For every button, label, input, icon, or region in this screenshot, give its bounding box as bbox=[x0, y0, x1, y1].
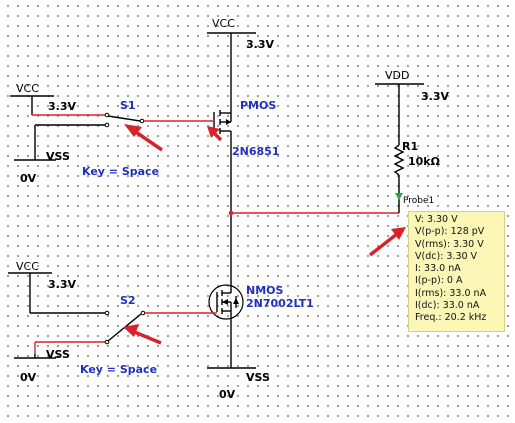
probe-reading: I(p-p): 0 A bbox=[415, 275, 463, 287]
r1-name-label: R1 bbox=[402, 140, 418, 153]
switch-s2[interactable]: VCC 3.3V VSS 0V S2 Key = Space bbox=[8, 260, 217, 384]
resistor-r1[interactable]: R1 10kΩ bbox=[393, 140, 441, 213]
vcc-top-value: 3.3V bbox=[246, 38, 274, 51]
probe-reading: V: 3.30 V bbox=[415, 214, 458, 225]
arrow-s1-icon bbox=[124, 124, 163, 152]
vcc-s2-label: VCC bbox=[16, 260, 39, 273]
vcc-top-supply[interactable]: VCC 3.3V bbox=[207, 17, 274, 98]
probe-name-label: Probe1 bbox=[403, 196, 434, 206]
arrow-probe-icon bbox=[368, 227, 406, 257]
nmos-type-label: NMOS bbox=[246, 284, 284, 297]
vss-bottom-supply[interactable]: VSS 0V bbox=[207, 367, 270, 401]
s1-key-label: Key = Space bbox=[82, 165, 159, 178]
probe-reading: I(dc): 33.0 nA bbox=[415, 300, 480, 312]
vss-s2-value: 0V bbox=[20, 371, 37, 384]
probe-reading: I: 33.0 nA bbox=[415, 263, 461, 275]
vcc-s1-value: 3.3V bbox=[48, 100, 76, 113]
vss-s2-label: VSS bbox=[46, 348, 70, 361]
vss-bottom-label: VSS bbox=[246, 371, 270, 384]
r1-value-label: 10kΩ bbox=[408, 155, 441, 168]
vdd-value: 3.3V bbox=[421, 90, 449, 103]
probe-reading: Freq.: 20.2 kHz bbox=[415, 312, 487, 324]
nmos-part-label: 2N7002LT1 bbox=[246, 297, 314, 310]
vdd-supply[interactable]: VDD 3.3V bbox=[375, 69, 449, 145]
vss-s1-label: VSS bbox=[46, 150, 70, 163]
vss-bottom-value: 0V bbox=[219, 388, 236, 401]
probe-readout-box: V: 3.30 V V(p-p): 128 pV V(rms): 3.30 V … bbox=[408, 211, 505, 332]
pmos-transistor[interactable]: PMOS 2N6851 bbox=[213, 98, 279, 158]
probe-1[interactable]: Probe1 bbox=[395, 193, 434, 206]
arrow-pmos-icon bbox=[207, 126, 223, 142]
vcc-s1-label: VCC bbox=[16, 82, 39, 95]
vcc-top-label: VCC bbox=[212, 17, 235, 30]
probe-reading: V(rms): 3.30 V bbox=[415, 238, 484, 250]
s2-key-label: Key = Space bbox=[80, 363, 157, 376]
nmos-diode-icon bbox=[233, 298, 239, 304]
vdd-label: VDD bbox=[385, 69, 409, 82]
nmos-transistor[interactable]: NMOS 2N7002LT1 bbox=[208, 284, 314, 368]
s2-name-label: S2 bbox=[120, 294, 136, 307]
nmos-arrow-icon bbox=[222, 299, 228, 305]
arrow-s2-icon bbox=[123, 324, 162, 345]
vcc-s2-value: 3.3V bbox=[48, 278, 76, 291]
pmos-arrow-icon bbox=[226, 119, 231, 125]
probe-reading: V(dc): 3.30 V bbox=[415, 250, 478, 262]
s1-name-label: S1 bbox=[120, 99, 136, 112]
vss-s1-value: 0V bbox=[20, 172, 37, 185]
pmos-part-label: 2N6851 bbox=[232, 145, 279, 158]
switch-s1[interactable]: VCC 3.3V VSS 0V S1 Key = Space bbox=[10, 82, 214, 185]
probe-marker-icon bbox=[395, 193, 403, 200]
probe-reading: I(rms): 33.0 nA bbox=[415, 287, 487, 299]
pmos-type-label: PMOS bbox=[240, 99, 276, 112]
probe-reading: V(p-p): 128 pV bbox=[415, 226, 485, 238]
